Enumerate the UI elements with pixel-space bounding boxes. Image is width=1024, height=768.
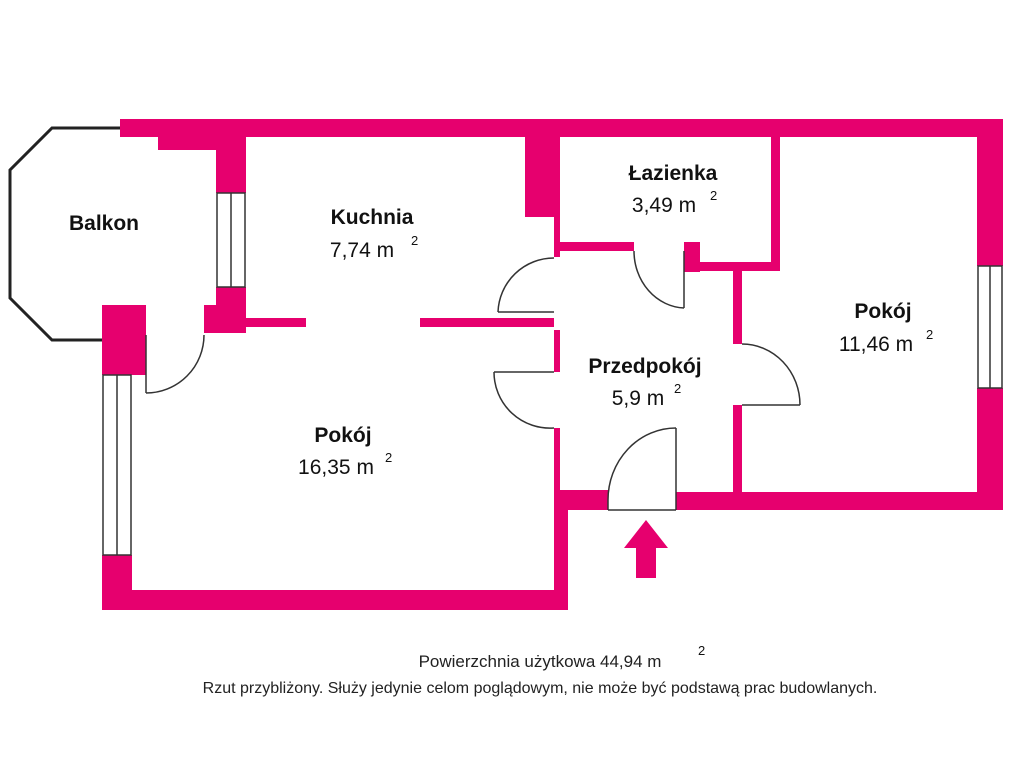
room-area-lazienka: 3,49 <box>632 194 673 217</box>
room-name-pokoj-right: Pokój <box>854 300 911 323</box>
windows <box>102 192 1003 556</box>
room-labels: Balkon Kuchnia 7,74 m 2 Łazienka 3,49 m … <box>69 162 933 479</box>
room-exp-pokoj-right: 2 <box>926 327 933 342</box>
total-area-exp: 2 <box>698 643 705 658</box>
room-name-kuchnia: Kuchnia <box>331 206 414 229</box>
room-area-przedpokoj: 5,9 <box>612 387 641 410</box>
room-name-pokoj-left: Pokój <box>314 424 371 447</box>
room-exp-pokoj-left: 2 <box>385 450 392 465</box>
room-name-balkon: Balkon <box>69 212 139 235</box>
entrance-arrow-icon <box>624 520 668 578</box>
svg-text:5,9 m: 5,9 m <box>612 387 665 410</box>
room-name-lazienka: Łazienka <box>629 162 718 185</box>
room-unit-lazienka: m <box>679 194 697 217</box>
svg-text:16,35 m: 16,35 m <box>298 456 374 479</box>
room-exp-przedpokoj: 2 <box>674 381 681 396</box>
room-area-pokoj-right: 11,46 <box>839 333 890 356</box>
walls <box>102 119 1003 610</box>
room-unit-przedpokoj: m <box>647 387 665 410</box>
svg-text:3,49 m: 3,49 m <box>632 194 696 217</box>
room-area-pokoj-left: 16,35 <box>298 456 351 479</box>
svg-text:7,74 m: 7,74 m <box>330 239 394 262</box>
doors <box>145 250 801 511</box>
room-unit-kuchnia: m <box>377 239 395 262</box>
svg-text:11,46 m: 11,46 m <box>839 333 913 356</box>
room-unit-pokoj-right: m <box>896 333 914 356</box>
room-unit-pokoj-left: m <box>356 456 374 479</box>
room-name-przedpokoj: Przedpokój <box>588 355 701 378</box>
footer: Powierzchnia użytkowa 44,94 m 2 Rzut prz… <box>203 643 878 697</box>
balcony-outline <box>8 126 120 342</box>
room-area-kuchnia: 7,74 <box>330 239 371 262</box>
total-area-label: Powierzchnia użytkowa 44,94 m <box>419 652 662 671</box>
room-exp-lazienka: 2 <box>710 188 717 203</box>
disclaimer: Rzut przybliżony. Służy jedynie celom po… <box>203 680 878 697</box>
room-exp-kuchnia: 2 <box>411 233 418 248</box>
